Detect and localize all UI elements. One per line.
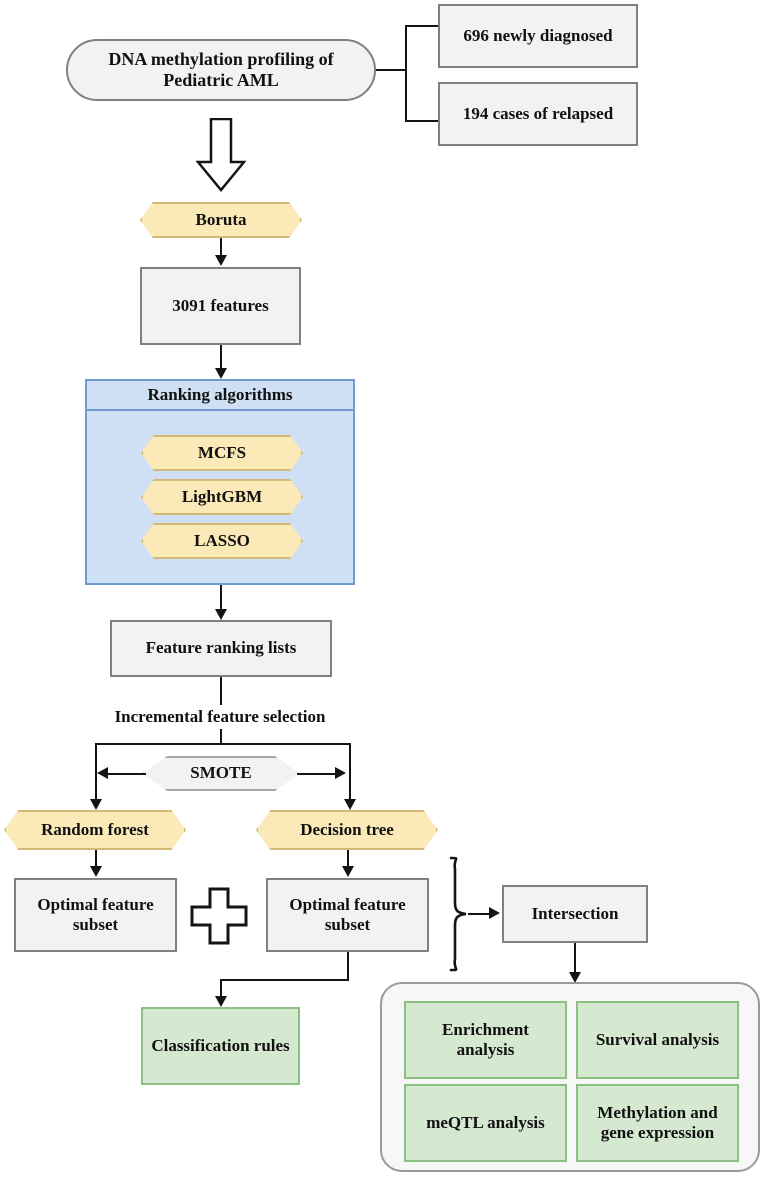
classification-rules-box: Classification rules — [141, 1007, 300, 1085]
connector-to-cohort-1 — [405, 25, 439, 27]
connector-rules-drop — [220, 979, 222, 998]
connector-brace-intersection — [468, 913, 490, 915]
downstream-meqtl-analysis: meQTL analysis — [404, 1084, 567, 1162]
downstream-analysis-panel: Enrichment analysis Survival analysis me… — [380, 982, 760, 1172]
block-arrow-icon — [195, 117, 247, 192]
ifs-caption: Incremental feature selection — [114, 706, 326, 726]
connector-split-bar — [95, 743, 350, 745]
connector-split-right — [349, 743, 351, 801]
connector-bracket-vertical — [405, 25, 407, 121]
source-node: DNA methylation profiling of Pediatric A… — [66, 39, 376, 101]
plus-icon — [189, 886, 249, 946]
connector-to-cohort-2 — [405, 120, 439, 122]
smote-node: SMOTE — [142, 756, 300, 791]
cohort-box-newly-diagnosed: 696 newly diagnosed — [438, 4, 638, 68]
connector-smote-left — [108, 773, 146, 775]
connector-source-stem — [376, 69, 406, 71]
connector-split-left — [95, 743, 97, 801]
downstream-methylation-gene-expression: Methylation and gene expression — [576, 1084, 739, 1162]
downstream-survival-analysis: Survival analysis — [576, 1001, 739, 1079]
connector-intersection-downstream — [574, 943, 576, 974]
features-count-box: 3091 features — [140, 267, 301, 345]
optimal-feature-subset-right: Optimal feature subset — [266, 878, 429, 952]
connector-features-ranking — [220, 345, 222, 369]
boruta-label: Boruta — [140, 202, 302, 238]
ranking-algorithm-mcfs: MCFS — [141, 435, 303, 471]
arrowhead-smote-right — [335, 767, 346, 779]
classifier-decision-tree: Decision tree — [256, 810, 438, 850]
connector-ifs-split — [220, 729, 222, 744]
connector-boruta-features — [220, 238, 222, 256]
ranking-algorithms-panel: Ranking algorithms MCFS LightGBM LASSO — [85, 379, 355, 585]
arrowhead-classification-rules — [215, 996, 227, 1007]
arrowhead-intersection — [489, 907, 500, 919]
connector-ranking-lists — [220, 585, 222, 610]
connector-smote-right — [297, 773, 335, 775]
arrowhead-dt-subset — [342, 866, 354, 877]
ranking-panel-title: Ranking algorithms — [87, 381, 353, 411]
arrowhead-rf-subset — [90, 866, 102, 877]
downstream-enrichment-analysis: Enrichment analysis — [404, 1001, 567, 1079]
connector-lists-ifs — [220, 677, 222, 705]
arrowhead-smote-left — [97, 767, 108, 779]
connector-rf-subset — [95, 850, 97, 867]
classifier-random-forest: Random forest — [4, 810, 186, 850]
connector-dt-subset — [347, 850, 349, 867]
connector-subset-rules-across — [220, 979, 349, 981]
arrowhead-features — [215, 255, 227, 266]
arrowhead-downstream — [569, 972, 581, 983]
arrowhead-ranking — [215, 368, 227, 379]
feature-ranking-lists-box: Feature ranking lists — [110, 620, 332, 677]
optimal-feature-subset-left: Optimal feature subset — [14, 878, 177, 952]
ranking-algorithm-lasso: LASSO — [141, 523, 303, 559]
ranking-algorithm-lightgbm: LightGBM — [141, 479, 303, 515]
arrowhead-decision-tree — [344, 799, 356, 810]
intersection-box: Intersection — [502, 885, 648, 943]
cohort-box-relapsed: 194 cases of relapsed — [438, 82, 638, 146]
arrowhead-lists — [215, 609, 227, 620]
curly-brace-icon — [446, 855, 476, 973]
boruta-node: Boruta — [140, 202, 302, 238]
arrowhead-random-forest — [90, 799, 102, 810]
connector-subset-rules-down — [347, 952, 349, 980]
